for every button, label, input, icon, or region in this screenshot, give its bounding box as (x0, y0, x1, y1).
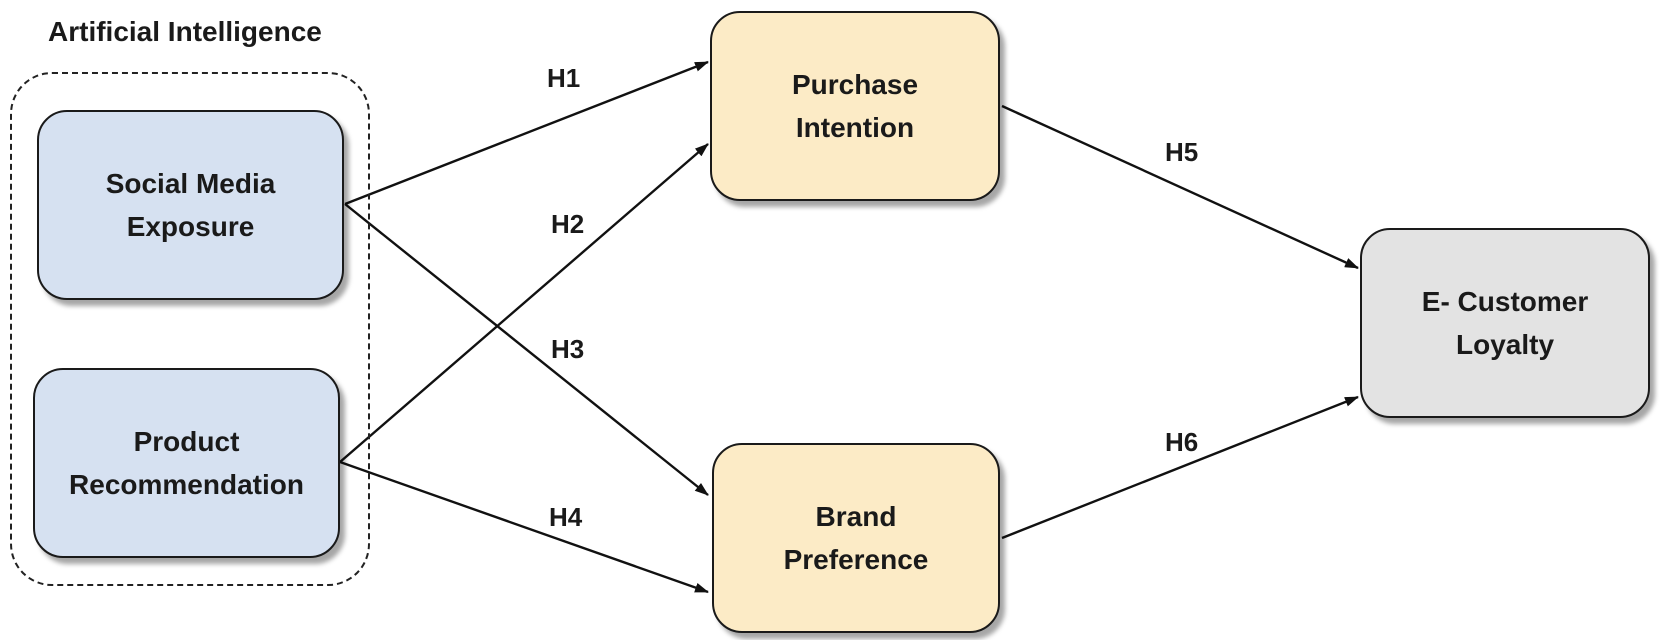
node-label-line: Brand (815, 501, 897, 532)
edge-label-h6: H6 (1165, 427, 1198, 457)
edge-h3-arrow (344, 203, 709, 496)
node-label-line: Intention (795, 112, 915, 143)
edge-h6-arrow (1001, 395, 1359, 540)
node-e-customer-loyalty: E- Customer Loyalty (1360, 228, 1650, 418)
edge-label-h1: H1 (547, 63, 580, 93)
edge-label-h2: H2 (551, 209, 584, 239)
node-label-line: Purchase (791, 69, 919, 100)
node-product-recommendation: Product Recommendation (33, 368, 340, 558)
edge-label-h3: H3 (551, 334, 584, 364)
node-label-line: E- Customer (1421, 286, 1589, 317)
node-label-line: Recommendation (69, 469, 304, 500)
node-brand-preference: Brand Preference (712, 443, 1000, 633)
node-social-media-exposure: Social Media Exposure (37, 110, 344, 300)
edge-label-h5: H5 (1165, 137, 1198, 167)
edge-h1-arrow (344, 60, 709, 206)
edge-h5-arrow (1001, 104, 1359, 270)
node-label-line: Social Media (105, 168, 276, 199)
group-title: Artificial Intelligence (48, 16, 322, 47)
artificial-intelligence-group (10, 72, 370, 586)
node-label-line: Exposure (126, 211, 255, 242)
node-label-line: Product (133, 426, 240, 457)
edge-label-h4: H4 (549, 502, 583, 532)
edge-h2-arrow (339, 143, 709, 463)
node-purchase-intention: Purchase Intention (710, 11, 1000, 201)
node-label-line: Preference (783, 544, 929, 575)
edge-h4-arrow (339, 460, 709, 594)
node-label-line: Loyalty (1455, 329, 1555, 360)
